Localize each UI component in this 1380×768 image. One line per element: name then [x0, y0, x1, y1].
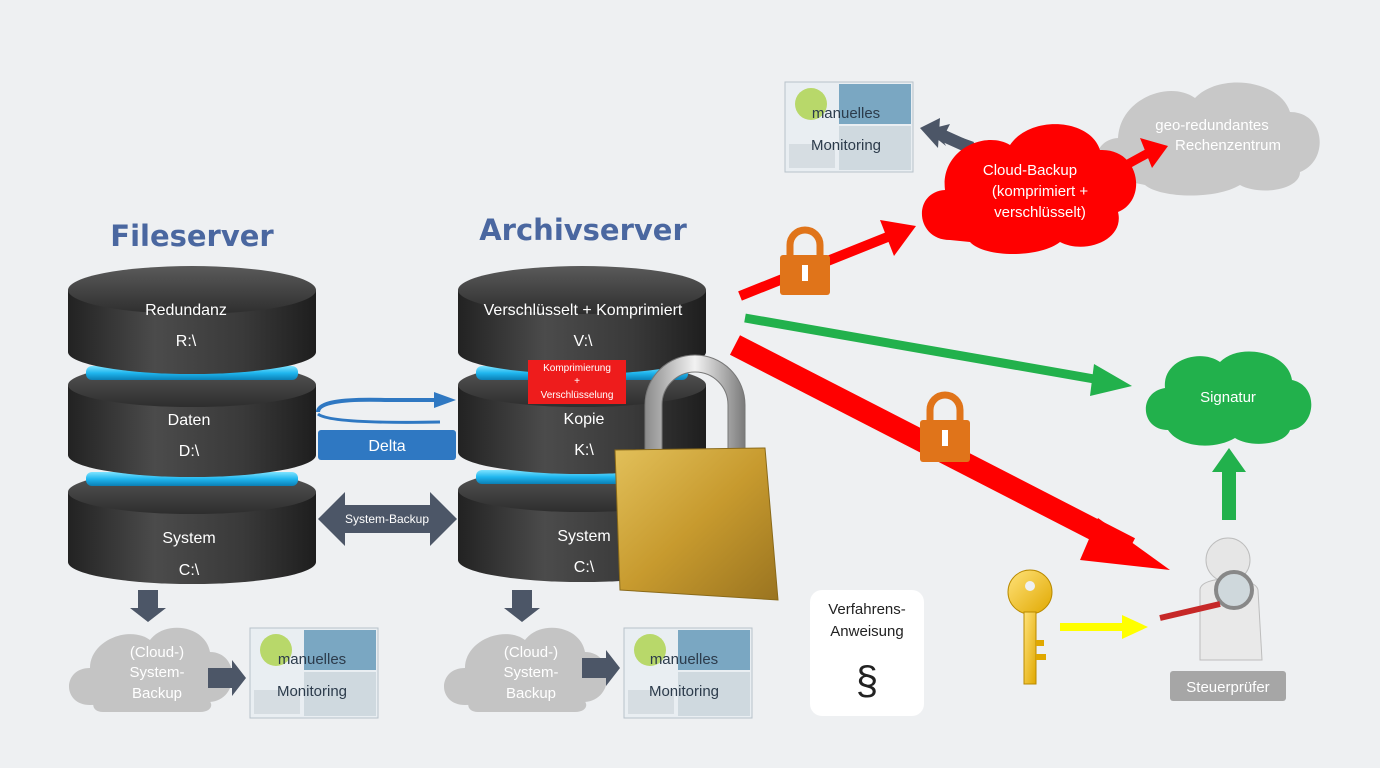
delta-label-box: [318, 430, 456, 460]
svg-text:Verschlüsselung: Verschlüsselung: [541, 390, 614, 401]
monitoring-dashboard-icon: [784, 81, 914, 173]
arrow-to-signature: [744, 313, 1101, 385]
cloud-backup-text: System-: [503, 664, 558, 681]
svg-text:Komprimierung: Komprimierung: [543, 363, 611, 374]
disk-name: Redundanz: [145, 302, 227, 319]
monitoring-dashboard-icon: [623, 627, 753, 719]
disk-name: Daten: [168, 412, 211, 429]
compression-encryption-label: Komprimierung + Verschlüsselung: [528, 360, 626, 404]
auditor-label: Steuerprüfer: [1186, 679, 1269, 696]
geo-center-text: geo-redundantes: [1155, 117, 1268, 134]
monitoring-text: Monitoring: [811, 137, 881, 154]
paragraph-symbol: §: [856, 659, 878, 703]
disk-drive: R:\: [176, 333, 197, 350]
auditor-figure-icon: [1159, 537, 1263, 661]
cloud-backup-text: (Cloud-): [504, 644, 558, 661]
monitoring-text: Monitoring: [277, 683, 347, 700]
archivserver-title: Archivserver: [479, 213, 687, 247]
right-arrow-icon: [208, 660, 246, 696]
cloud-backup-label: (komprimiert +: [992, 183, 1089, 200]
cloud-backup-text: Backup: [132, 685, 182, 702]
down-arrow-icon: [130, 590, 166, 622]
ring-glow: [86, 472, 298, 486]
cloud-icon: [444, 627, 608, 712]
system-backup-arrow: System-Backup: [318, 492, 457, 546]
disk-name: System: [557, 528, 610, 545]
monitoring-dashboard-icon: [249, 627, 379, 719]
monitoring-text: manuelles: [812, 105, 880, 122]
delta-sync-arrow: Delta: [316, 392, 456, 460]
geo-center-text: Rechenzentrum: [1175, 137, 1281, 154]
system-backup-label: System-Backup: [345, 512, 429, 526]
cloud-icon: [1145, 351, 1312, 446]
auditor-label-box: [1170, 671, 1286, 701]
procedure-text: Anweisung: [830, 623, 903, 640]
cloud-backup-text: Backup: [506, 685, 556, 702]
signature-label: Signatur: [1200, 389, 1256, 406]
cloud-icon: [921, 124, 1137, 255]
right-arrow-icon: [582, 650, 620, 686]
disk-drive: V:\: [574, 333, 594, 350]
cloud-backup-label: verschlüsselt): [994, 204, 1086, 221]
monitoring-text: Monitoring: [649, 683, 719, 700]
padlock-icon: [614, 354, 779, 601]
up-arrow-icon: [1212, 448, 1246, 520]
lock-icon: [920, 391, 970, 462]
magnifier-icon: [1214, 570, 1254, 610]
key-icon: [1007, 569, 1053, 685]
delta-label: Delta: [368, 438, 405, 455]
fileserver-disk-stack: [68, 266, 316, 584]
cloud-backup-label: Cloud-Backup: [983, 162, 1077, 179]
cloud-icon: [69, 627, 233, 712]
disk-drive: C:\: [574, 559, 595, 576]
monitoring-text: manuelles: [278, 651, 346, 668]
disk-drive: C:\: [179, 562, 200, 579]
procedure-document: [810, 590, 924, 716]
disk-name: System: [162, 530, 215, 547]
disk-name: Verschlüsselt + Komprimiert: [484, 302, 683, 319]
svg-text:+: +: [574, 376, 580, 387]
procedure-text: Verfahrens-: [828, 601, 906, 618]
lock-icon: [780, 226, 830, 295]
cloud-backup-text: (Cloud-): [130, 644, 184, 661]
monitoring-text: manuelles: [650, 651, 718, 668]
cloud-backup-text: System-: [129, 664, 184, 681]
disk-drive: D:\: [179, 443, 200, 460]
fileserver-title: Fileserver: [110, 219, 274, 253]
down-arrow-icon: [504, 590, 540, 622]
disk-drive: K:\: [574, 442, 594, 459]
disk-name: Kopie: [564, 411, 605, 428]
